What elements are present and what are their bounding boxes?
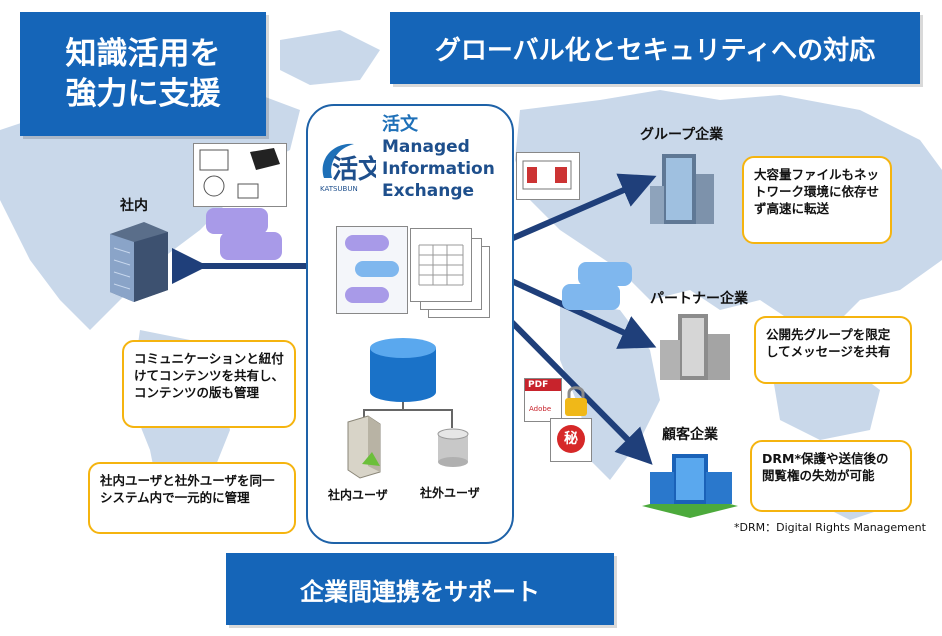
callout-drm-text: DRM*保護や送信後の閲覧権の失効が可能 [762, 451, 889, 483]
group-building-icon [650, 154, 714, 224]
banner-collaboration: 企業間連携をサポート [226, 553, 614, 625]
logo-line1: Managed [382, 137, 470, 157]
arrow-group [466, 173, 657, 272]
partner-building-icon [660, 314, 730, 380]
katsubun-logo-icon: 活文 KATSUBUN [320, 143, 376, 193]
callout-unified-text: 社内ユーザと社外ユーザを同一システム内で一元的に管理 [100, 473, 275, 505]
pdf-label: PDF [525, 379, 561, 391]
logo-title: 活文 [382, 114, 418, 135]
logo-kanji: 活文 [332, 154, 376, 185]
logo-romaji: KATSUBUN [320, 185, 358, 193]
adobe-label: Adobe [529, 405, 552, 413]
pdf-file-icon: PDF Adobe [524, 378, 562, 422]
chat-bubble-partner-1 [578, 262, 632, 286]
label-partner-company: パートナー企業 [650, 291, 748, 307]
chat-bubble-internal-1 [206, 208, 268, 234]
banner-collab-text: 企業間連携をサポート [300, 577, 540, 606]
database-icon [370, 338, 436, 402]
logo-line3: Exchange [382, 181, 475, 201]
label-external-user: 社外ユーザ [420, 486, 480, 500]
confidential-document-icon: 秘 [550, 418, 592, 462]
blueprint-thumbnail [516, 152, 580, 200]
label-internal: 社内 [120, 198, 148, 214]
banner-knowledge-text: 知識活用を 強力に支援 [65, 36, 221, 112]
label-group-company: グループ企業 [640, 127, 724, 143]
chat-bubble-internal-2 [220, 232, 282, 260]
callout-communication: コミュニケーションと紐付けてコンテンツを共有し、コンテンツの版も管理 [122, 340, 296, 428]
footnote-drm: *DRM：Digital Rights Management [734, 521, 926, 534]
chat-bubble-partner-2 [562, 284, 620, 310]
callout-group-limit: 公開先グループを限定してメッセージを共有 [754, 316, 912, 384]
logo-text: 活文 Managed Information Exchange [382, 114, 495, 202]
external-db-icon [437, 428, 469, 467]
logo-line2: Information [382, 159, 495, 179]
callout-communication-text: コミュニケーションと紐付けてコンテンツを共有し、コンテンツの版も管理 [134, 351, 285, 400]
server-icon [347, 415, 381, 479]
customer-building-icon [642, 454, 738, 518]
label-internal-user: 社内ユーザ [328, 488, 388, 502]
callout-group-limit-text: 公開先グループを限定してメッセージを共有 [766, 327, 891, 359]
label-customer-company: 顧客企業 [662, 427, 718, 443]
lock-icon [565, 386, 587, 416]
callout-large-file: 大容量ファイルもネットワーク環境に依存せず高速に転送 [742, 156, 892, 244]
callout-drm: DRM*保護や送信後の閲覧権の失効が可能 [750, 440, 912, 512]
banner-global-security: グローバル化とセキュリティへの対応 [390, 12, 920, 84]
callout-large-file-text: 大容量ファイルもネットワーク環境に依存せず高速に転送 [754, 167, 880, 216]
banner-global-text: グローバル化とセキュリティへの対応 [434, 35, 876, 66]
callout-unified-management: 社内ユーザと社外ユーザを同一システム内で一元的に管理 [88, 462, 296, 534]
office-building-icon [110, 222, 168, 302]
message-document-icon [336, 226, 408, 314]
central-system-panel [306, 104, 514, 544]
database-diagram [347, 338, 469, 479]
cad-drawing-thumbnail [193, 143, 287, 207]
spreadsheet-document-icon [410, 228, 472, 302]
banner-knowledge: 知識活用を 強力に支援 [20, 12, 266, 136]
secret-stamp: 秘 [557, 425, 585, 453]
arrow-customer [466, 276, 653, 465]
